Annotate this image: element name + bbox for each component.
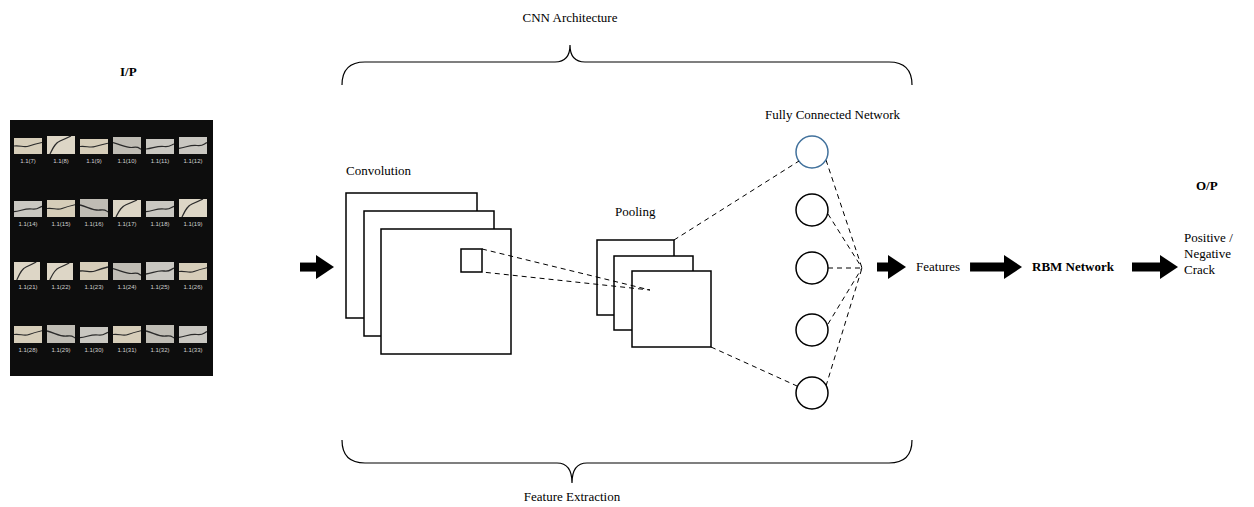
crack-tile xyxy=(113,263,141,280)
image-id-label: 1.1(7) xyxy=(20,158,36,165)
image-id-label: 1.1(8) xyxy=(53,158,69,165)
features-node: Features xyxy=(914,258,962,276)
stage-label: RBM Network xyxy=(1030,258,1116,276)
crack-tile xyxy=(47,325,75,343)
crack-tile xyxy=(113,200,141,217)
crack-photo-tiles xyxy=(14,136,207,343)
block-arrow xyxy=(877,263,888,272)
convolution-layer: Convolution xyxy=(346,193,511,354)
image-id-label: 1.1(33) xyxy=(183,347,202,354)
image-id-label: 1.1(26) xyxy=(183,284,202,291)
fc-neurons xyxy=(796,136,828,409)
pooled-map xyxy=(632,271,711,347)
output-class: Positive / Negative Crack xyxy=(1184,230,1248,278)
neuron xyxy=(796,194,828,226)
dashed-connector xyxy=(482,249,650,290)
image-id-label: 1.1(21) xyxy=(18,284,37,291)
pooling-stack xyxy=(597,240,711,347)
image-id-label: 1.1(30) xyxy=(84,347,103,354)
neuron xyxy=(796,377,828,409)
neuron xyxy=(796,314,828,346)
crack-tile xyxy=(14,262,40,280)
crack-tile xyxy=(179,263,207,280)
image-id-label: 1.1(17) xyxy=(117,221,136,228)
crack-tile xyxy=(113,326,141,343)
top-brace xyxy=(342,45,912,85)
fc-dashed-lines xyxy=(826,160,862,386)
kernel-window xyxy=(461,249,482,272)
crack-tile xyxy=(47,263,73,280)
bottom-brace xyxy=(342,440,912,483)
fully-connected-layer: Fully Connected Network xyxy=(790,134,875,411)
input-photo-panel xyxy=(10,120,213,376)
feature-map xyxy=(381,229,511,354)
crack-tile xyxy=(179,326,207,343)
rbm-node: RBM Network xyxy=(1030,258,1116,276)
output-node: O/P Positive / Negative Crack xyxy=(1184,178,1248,278)
image-id-label: 1.1(15) xyxy=(51,221,70,228)
section-caption: Feature Extraction xyxy=(524,489,620,505)
image-id-label: 1.1(25) xyxy=(150,284,169,291)
crack-tile xyxy=(80,199,108,217)
crack-tile xyxy=(47,136,75,154)
block-arrow xyxy=(300,263,316,272)
image-id-label: 1.1(12) xyxy=(183,158,202,165)
block-arrow xyxy=(1132,263,1160,272)
image-id-label: 1.1(9) xyxy=(86,158,102,165)
image-id-label: 1.1(10) xyxy=(117,158,136,165)
crack-tile xyxy=(146,139,174,154)
stage-label: Features xyxy=(914,258,962,276)
input-heading: I/P xyxy=(120,64,137,80)
dashed-line xyxy=(826,160,862,268)
image-id-label: 1.1(11) xyxy=(151,158,170,165)
image-id-label: 1.1(14) xyxy=(18,221,37,228)
crack-tile xyxy=(179,137,207,154)
dashed-line xyxy=(828,214,862,268)
neuron xyxy=(796,136,828,168)
layer-heading: Convolution xyxy=(346,163,411,179)
dashed-line xyxy=(828,268,862,324)
image-id-label: 1.1(18) xyxy=(150,221,169,228)
crack-tile xyxy=(47,200,75,217)
image-id-label: 1.1(29) xyxy=(51,347,70,354)
layer-heading: Fully Connected Network xyxy=(765,107,900,123)
crack-tile xyxy=(179,199,207,217)
crack-tile xyxy=(80,262,108,280)
crack-tile xyxy=(146,325,174,343)
image-id-label: 1.1(28) xyxy=(18,347,37,354)
crack-tile xyxy=(80,327,108,343)
image-id-label: 1.1(32) xyxy=(150,347,169,354)
crack-tile xyxy=(14,326,42,343)
crack-tile xyxy=(14,201,42,217)
image-id-label: 1.1(16) xyxy=(84,221,103,228)
pooling-layer: Pooling xyxy=(597,240,711,347)
neuron xyxy=(796,252,828,284)
dashed-line xyxy=(826,268,862,386)
crack-tile xyxy=(80,139,108,154)
crack-tile xyxy=(146,201,174,217)
crack-tile xyxy=(146,262,174,280)
convolution-stack xyxy=(346,193,511,354)
image-id-label: 1.1(24) xyxy=(117,284,136,291)
image-id-label: 1.1(23) xyxy=(84,284,103,291)
image-id-label: 1.1(31) xyxy=(117,347,136,354)
dashed-connector xyxy=(674,161,799,386)
block-arrow xyxy=(970,263,1004,272)
image-id-label: 1.1(22) xyxy=(51,284,70,291)
image-id-label: 1.1(19) xyxy=(183,221,202,228)
crack-tile xyxy=(14,138,42,154)
output-heading: O/P xyxy=(1184,178,1248,194)
crack-tile xyxy=(113,137,141,154)
layer-heading: Pooling xyxy=(615,204,655,220)
architecture-title: CNN Architecture xyxy=(523,10,618,26)
dashed-line xyxy=(828,268,862,269)
input-image: I/P xyxy=(10,120,213,376)
